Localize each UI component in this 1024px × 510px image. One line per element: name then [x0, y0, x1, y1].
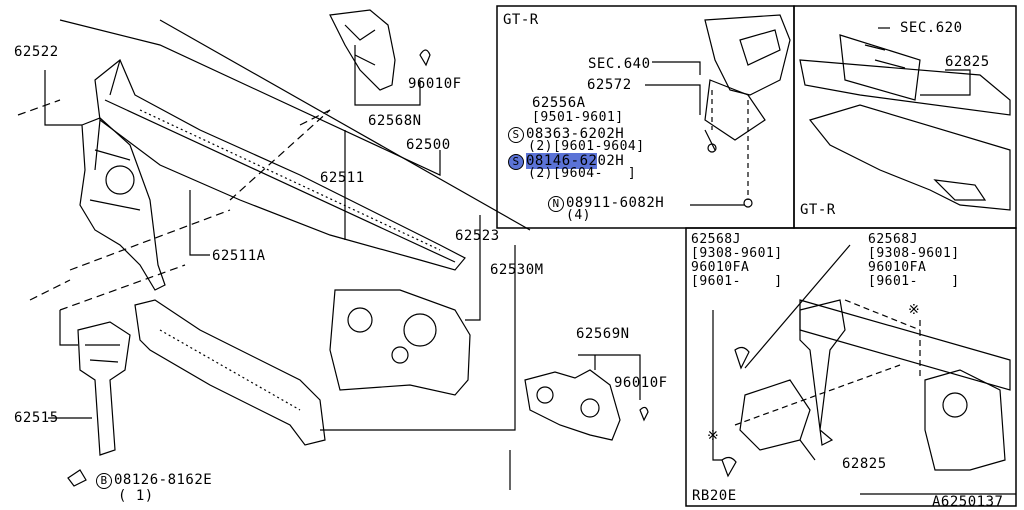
asterisk-mark-1: ※	[908, 302, 921, 318]
label-62569n: 62569N	[576, 326, 630, 342]
s-mark-2: S	[508, 154, 524, 170]
label-62523: 62523	[455, 228, 500, 244]
rb20e-box	[685, 227, 1017, 507]
top-bracket-62568n	[329, 9, 431, 91]
label-range2-right: [9601- ]	[868, 274, 960, 289]
bracket-62569n	[524, 369, 649, 441]
label-62511: 62511	[320, 170, 365, 186]
left-lower-bracket	[67, 321, 131, 487]
label-62568j-left: 62568J	[691, 232, 741, 247]
label-62530m: 62530M	[490, 262, 544, 278]
label-96010f-top: 96010F	[408, 76, 462, 92]
label-62825-gtr: 62825	[945, 54, 990, 70]
label-range2-left: [9601- ]	[691, 274, 783, 289]
label-96010fa-left: 96010FA	[691, 260, 750, 275]
label-sec620: SEC.620	[900, 20, 963, 36]
gtr-box2-title: GT-R	[800, 202, 836, 218]
label-62500: 62500	[406, 137, 451, 153]
label-sec640: SEC.640	[588, 56, 651, 72]
upper-support-bar	[94, 59, 466, 271]
label-bolt-08363-qty: (2)[9601-9604]	[528, 139, 645, 154]
lower-support-bar	[134, 299, 326, 446]
rb20e-box-title: RB20E	[692, 488, 737, 504]
label-62568j-right: 62568J	[868, 232, 918, 247]
label-bolt-08126-qty: ( 1)	[118, 488, 154, 504]
label-62556a: 62556A	[532, 95, 586, 111]
label-62825-rb20e: 62825	[842, 456, 887, 472]
label-range-left: [9308-9601]	[691, 246, 783, 261]
leader-lines	[17, 19, 641, 490]
asterisk-mark-2: ※	[707, 428, 720, 444]
label-96010fa-right: 96010FA	[868, 260, 927, 275]
left-bracket	[79, 117, 166, 291]
label-range-9501: [9501-9601]	[532, 110, 624, 125]
label-62568n: 62568N	[368, 113, 422, 129]
label-range-right: [9308-9601]	[868, 246, 960, 261]
gtr-box-2	[793, 5, 1017, 229]
label-96010f-mid: 96010F	[614, 375, 668, 391]
gtr-box1-title: GT-R	[503, 12, 539, 28]
n-mark: N	[548, 196, 564, 212]
label-62522: 62522	[14, 44, 59, 60]
label-62572: 62572	[587, 77, 632, 93]
label-bolt-08146-qty: (2)[9604- ]	[528, 166, 637, 181]
s-mark-1: S	[508, 127, 524, 143]
label-62515: 62515	[14, 410, 59, 426]
label-nut-qty: (4)	[566, 208, 591, 223]
right-bracket	[329, 289, 471, 396]
diagram-id: A6250137	[932, 494, 1004, 510]
b-mark: B	[96, 473, 112, 489]
highlighted-part-number[interactable]: 08146-62	[526, 153, 598, 169]
label-62511a: 62511A	[212, 248, 266, 264]
